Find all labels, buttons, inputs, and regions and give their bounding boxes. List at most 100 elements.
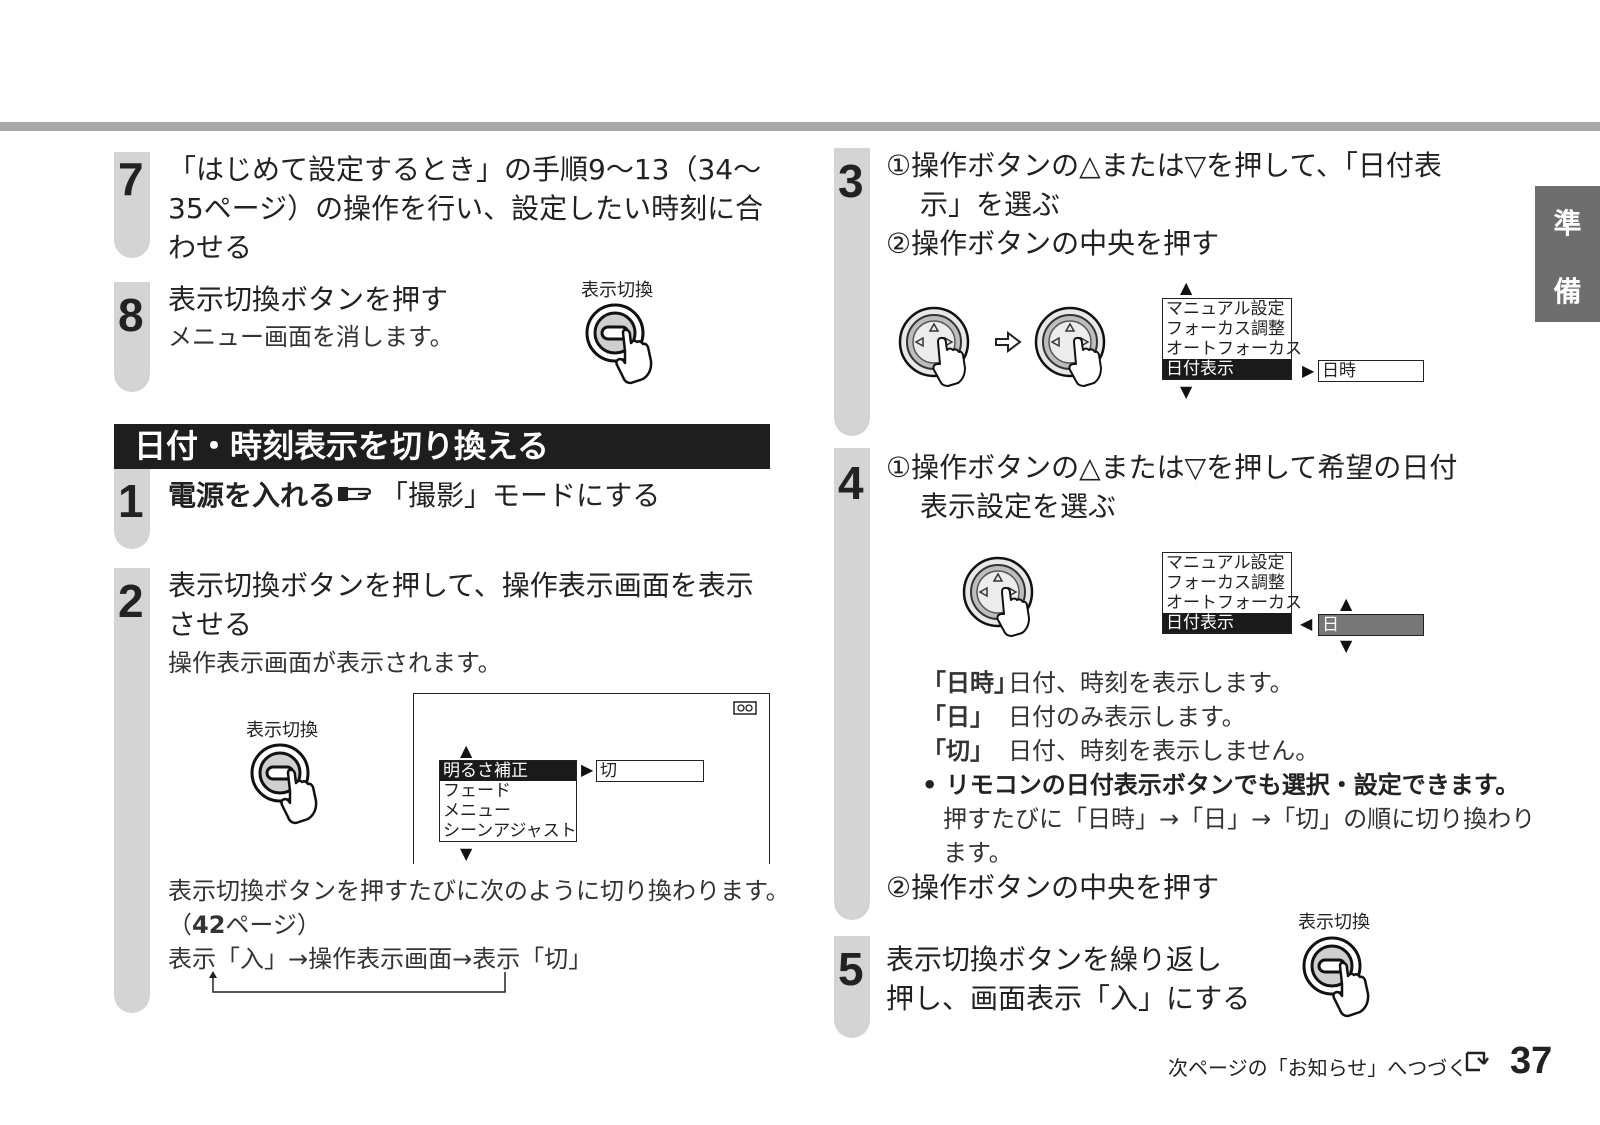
remote-note-line2: 押すたびに「日時」→「日」→「切」の順に切り換わり: [943, 805, 1536, 833]
step-3-text: ①操作ボタンの△または▽を押して、「日付表 示」を選ぶ ②操作ボタンの中央を押す: [886, 146, 1442, 263]
step-2-desc: 操作表示画面が表示されます。: [168, 649, 502, 677]
page-number: 37: [1510, 1040, 1553, 1082]
option-off: 「切」日付、時刻を表示しません。: [922, 734, 1319, 768]
pointer-right-icon: ▶: [1302, 361, 1315, 380]
menu-item-selected: 日付表示: [1163, 613, 1291, 633]
menu-item: オートフォーカス: [1166, 339, 1302, 359]
menu-item: フォーカス調整: [1166, 319, 1285, 339]
operation-menu: 明るさ補正 フェード メニュー シーンアジャスト: [439, 760, 577, 842]
pointer-left-icon: ◀: [1300, 614, 1313, 633]
menu-item-selected: 日付表示: [1163, 359, 1291, 379]
display-button-icon: [250, 743, 318, 825]
step-4-sub1-line2: 表示設定を選ぶ: [920, 490, 1117, 523]
option-datetime-desc: 日付、時刻を表示します。: [1008, 669, 1294, 697]
display-button-icon: [1302, 936, 1370, 1018]
menu-item-selected: 明るさ補正: [440, 761, 576, 781]
pointer-right-icon: ▶: [581, 760, 594, 779]
continue-note: 次ページの「お知らせ」へつづく: [1168, 1056, 1468, 1080]
step-8-button-label: 表示切換: [581, 280, 653, 301]
step-2-text: 表示切換ボタンを押して、操作表示画面を表示 させる: [168, 566, 754, 644]
step-3-sub1-line1: ①操作ボタンの△または▽を押して、「日付表: [886, 149, 1442, 182]
reference-hand-icon: [336, 478, 380, 517]
control-dial-icon: [962, 556, 1034, 638]
menu-item: フォーカス調整: [1166, 573, 1285, 593]
step-7-text: 「はじめて設定するとき」の手順9～13（34～ 35ページ）の操作を行い、設定し…: [168, 150, 763, 267]
step-2-note1: 表示切換ボタンを押すたびに次のように切り換わります。: [168, 877, 790, 905]
menu-item: フェード: [443, 781, 511, 801]
step-4-bar: [834, 448, 870, 920]
menu-value-box: 切: [596, 760, 704, 782]
scroll-up-icon: ▲: [460, 741, 473, 760]
step-3-number: 3: [838, 155, 864, 207]
display-button-icon: [585, 303, 653, 385]
scroll-up-icon: ▲: [1180, 278, 1193, 297]
step-4-menu: マニュアル設定 フォーカス調整 オートフォーカス 日付表示: [1162, 552, 1302, 634]
operation-screen: [413, 693, 770, 864]
control-dial-icon: [898, 306, 970, 388]
option-date-desc: 日付のみ表示します。: [1008, 703, 1246, 731]
step-5-line1: 表示切換ボタンを繰り返し: [886, 943, 1223, 976]
step-1-number: 1: [118, 475, 144, 527]
scroll-down-icon: ▼: [1180, 382, 1193, 401]
control-dial-icon: [1034, 306, 1106, 388]
step-5-line2: 押し、画面表示「入」にする: [886, 982, 1251, 1015]
step-8-desc: メニュー画面を消します。: [168, 323, 454, 351]
step-4-text: ①操作ボタンの△または▽を押して希望の日付 表示設定を選ぶ: [886, 448, 1457, 526]
step-7-line2: 35ページ）の操作を行い、設定したい時刻に合: [168, 192, 764, 225]
scroll-down-icon: ▼: [1340, 636, 1353, 655]
step-5-text: 表示切換ボタンを繰り返し 押し、画面表示「入」にする: [886, 940, 1250, 1018]
step-2-cycle: 表示「入」→操作表示画面→表示「切」: [168, 945, 593, 973]
step-7-line1: 「はじめて設定するとき」の手順9～13（34～: [168, 153, 762, 186]
note2-rest: ページ）: [225, 911, 321, 939]
option-datetime-key: 「日時」: [922, 669, 1018, 697]
arrow-right-icon: [995, 331, 1022, 353]
step-1-bold: 電源を入れる: [168, 479, 337, 512]
option-date: 「日」日付のみ表示します。: [922, 700, 1246, 734]
step-7-bar: [114, 152, 150, 258]
menu-item: シーンアジャスト: [443, 821, 577, 841]
chapter-tab-char1: 準: [1553, 207, 1582, 240]
step-1-text: 電源を入れる 「撮影」モードにする: [168, 476, 660, 517]
menu-item: マニュアル設定: [1166, 553, 1285, 573]
step-5-bar: [834, 936, 870, 1038]
top-rule: [0, 122, 1600, 131]
step-7-number: 7: [118, 153, 144, 205]
option-off-desc: 日付、時刻を表示しません。: [1008, 737, 1320, 765]
step-2-note2: （42ページ）: [168, 908, 321, 942]
step-2-number: 2: [118, 575, 144, 627]
chapter-tab-char2: 備: [1553, 275, 1582, 308]
step-1-bar: [114, 469, 150, 549]
section-title: 日付・時刻表示を切り換える: [114, 424, 770, 469]
step-3-bar: [834, 148, 870, 436]
menu-item: マニュアル設定: [1166, 299, 1285, 319]
step-2-button-label: 表示切換: [246, 720, 318, 741]
continue-icon: [1465, 1051, 1489, 1072]
step-8-bar: [114, 282, 150, 392]
step-2-line2: させる: [168, 608, 253, 641]
step-3-sub2: ②操作ボタンの中央を押す: [886, 227, 1220, 260]
step-4-sub1-line1: ①操作ボタンの△または▽を押して希望の日付: [886, 451, 1458, 484]
step-4-sub2: ②操作ボタンの中央を押す: [886, 871, 1220, 904]
step-4-value-box: 日: [1318, 614, 1424, 636]
step-1-rest: 「撮影」モードにする: [380, 479, 661, 512]
cycle-return-arrow: [209, 971, 506, 993]
scroll-down-icon: ▼: [460, 844, 473, 863]
step-4-number: 4: [838, 457, 864, 509]
scroll-up-icon: ▲: [1340, 594, 1353, 613]
step-8-title: 表示切換ボタンを押す: [168, 283, 449, 316]
note2-page-num: 42: [192, 911, 226, 939]
step-3-menu: マニュアル設定 フォーカス調整 オートフォーカス 日付表示: [1162, 298, 1302, 380]
tape-icon: [733, 701, 757, 715]
step-8-number: 8: [118, 289, 144, 341]
chapter-tab: 準 備: [1535, 186, 1600, 322]
remote-note-line3: ます。: [943, 839, 1013, 867]
step-3-sub1-line2: 示」を選ぶ: [920, 188, 1061, 221]
step-7-line3: わせる: [168, 231, 253, 264]
step-5-number: 5: [838, 943, 864, 995]
remote-note: • リモコンの日付表示ボタンでも選択・設定できます。: [922, 771, 1520, 799]
step-3-value-box: 日時: [1318, 360, 1424, 382]
menu-item: メニュー: [443, 801, 511, 821]
step-2-line1: 表示切換ボタンを押して、操作表示画面を表示: [168, 569, 754, 602]
option-off-key: 「切」: [922, 737, 994, 765]
step-5-button-label: 表示切換: [1298, 912, 1370, 933]
